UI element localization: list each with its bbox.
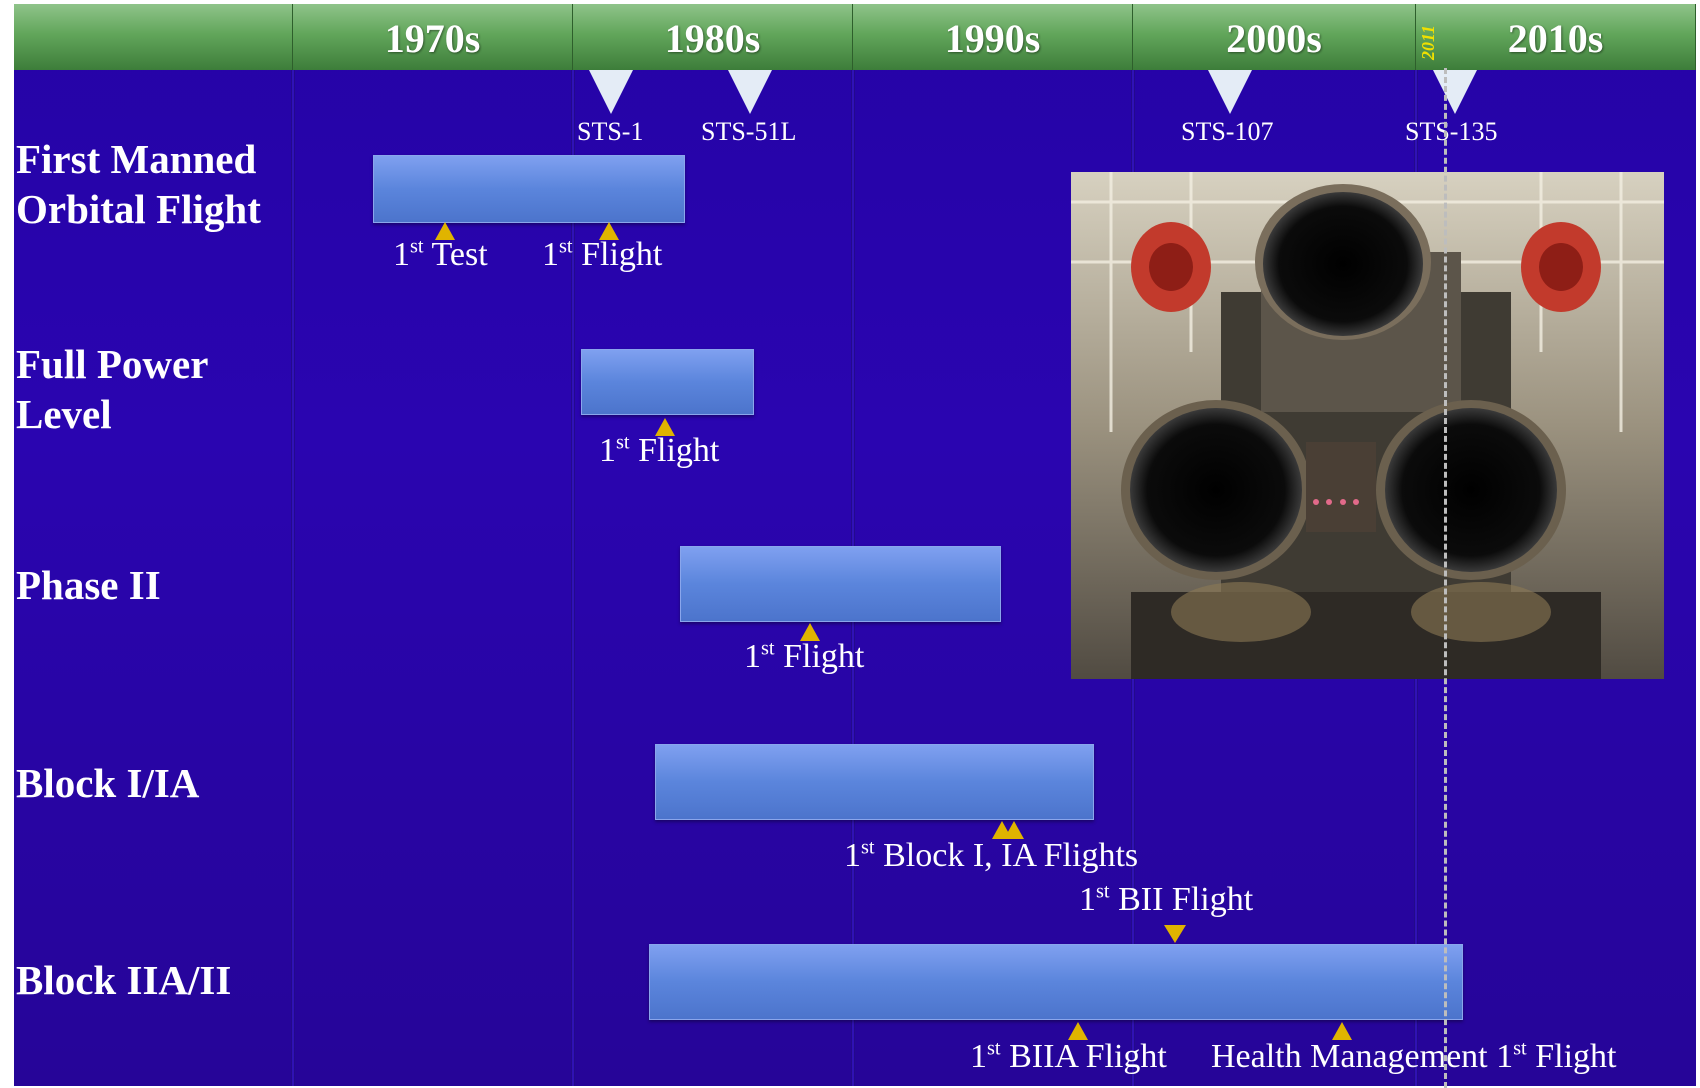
row-label-block-i-ia: Block I/IA <box>16 760 200 806</box>
shuttle-engines-illustration <box>1071 172 1664 679</box>
row-label-phase-ii: Phase II <box>16 562 161 608</box>
sts-135-label: STS-135 <box>1405 117 1498 146</box>
milestone-triangle-icon <box>435 222 455 240</box>
sts-1-marker-icon <box>589 70 633 114</box>
row-label-block-iia-ii: Block IIA/II <box>16 957 232 1003</box>
divider-1980s <box>571 70 575 1086</box>
milestone-label-1st-test: 1st Test <box>393 235 488 273</box>
sts-135-marker-icon <box>1433 70 1477 114</box>
milestone-triangle-icon <box>800 623 820 641</box>
sts-107-marker-icon <box>1208 70 1252 114</box>
milestone-triangle-icon <box>599 222 619 240</box>
row-label-full-power-level: Full Power Level <box>16 341 209 437</box>
sts-107-label: STS-107 <box>1181 117 1274 146</box>
milestone-label-bii-flight: 1st BII Flight <box>1079 880 1254 918</box>
milestone-label-phase2-1st-flight: 1st Flight <box>744 637 865 675</box>
header-decade-2000s: 2000s <box>1133 4 1416 70</box>
milestone-triangle-icon <box>655 418 675 436</box>
milestone-label-fpl-1st-flight: 1st Flight <box>599 431 720 469</box>
header-decade-1970s: 1970s <box>293 4 573 70</box>
header-blank-cell <box>14 4 293 70</box>
header-decade-2010s: 2010s <box>1416 4 1696 70</box>
bar-block-i-ia <box>655 744 1094 820</box>
shuttle-engines-photo <box>1071 172 1664 679</box>
milestone-label-1st-flight: 1st Flight <box>542 235 663 273</box>
milestone-triangle-icon <box>1004 821 1024 839</box>
milestone-triangle-icon <box>1332 1022 1352 1040</box>
year-2011-dashed-line <box>1444 68 1447 1088</box>
milestone-label-biia-flight: 1st BIIA Flight <box>970 1037 1167 1075</box>
milestone-label-health-management-flight: Health Management 1st Flight <box>1211 1037 1617 1075</box>
row-label-first-manned-orbital-flight: First Manned Orbital Flight <box>16 136 261 232</box>
year-2011-marker: 2011 <box>1418 24 1438 60</box>
sts-51l-label: STS-51L <box>701 117 797 146</box>
bar-phase-ii <box>680 546 1001 622</box>
sts-1-label: STS-1 <box>577 117 644 146</box>
header-decade-1980s: 1980s <box>573 4 853 70</box>
bar-first-manned-orbital-flight <box>373 155 685 223</box>
bar-block-iia-ii <box>649 944 1463 1020</box>
divider-1970s <box>291 70 295 1086</box>
milestone-triangle-down-icon <box>1164 925 1186 943</box>
header-decade-1990s: 1990s <box>853 4 1133 70</box>
milestone-label-block-i-ia-flights: 1st Block I, IA Flights <box>844 836 1139 874</box>
sts-51l-marker-icon <box>728 70 772 114</box>
bar-full-power-level <box>581 349 754 415</box>
milestone-triangle-icon <box>1068 1022 1088 1040</box>
